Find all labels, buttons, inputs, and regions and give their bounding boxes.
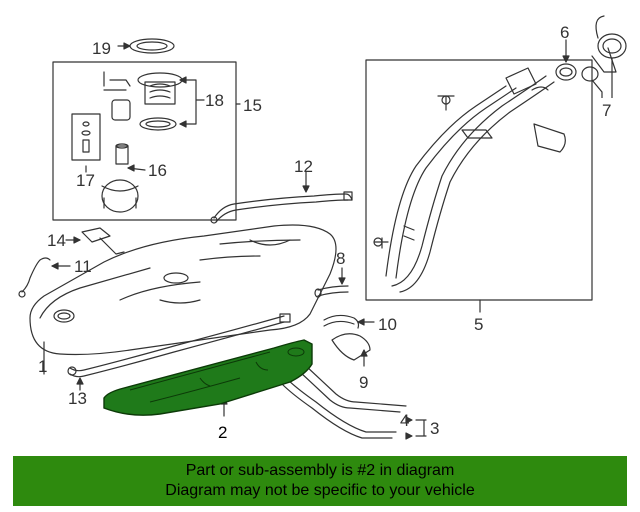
part-11-harness: [18, 257, 71, 298]
callout-2: 2: [218, 423, 227, 442]
part-9-hose: [331, 333, 371, 367]
callout-10: 10: [378, 315, 397, 334]
part-6-gasket: [555, 39, 577, 81]
callout-13: 13: [68, 389, 87, 408]
callout-4: 4: [400, 411, 409, 430]
part-17-seal-kit: [71, 113, 139, 213]
callout-7: 7: [602, 101, 611, 120]
part-12-vent-hose: [210, 171, 353, 224]
part-16-pump-assembly: [103, 71, 183, 172]
callout-8: 8: [336, 249, 345, 268]
callout-9: 9: [359, 373, 368, 392]
callout-3: 3: [430, 419, 439, 438]
callout-15: 15: [243, 96, 262, 115]
part-2-skid-plate-highlighted: [103, 339, 313, 416]
callout-5: 5: [474, 315, 483, 334]
filler-pipe-box: [365, 59, 593, 301]
callout-11: 11: [74, 257, 92, 276]
callout-6: 6: [560, 23, 569, 42]
notice-line-1: Part or sub-assembly is #2 in diagram: [185, 462, 455, 479]
callout-19: 19: [92, 39, 111, 58]
part-1-fuel-tank: [29, 224, 337, 375]
notice-line-2: Diagram may not be specific to your vehi…: [165, 482, 475, 499]
callout-14: 14: [47, 231, 66, 250]
part-14-sender-unit: [65, 227, 125, 255]
callout-18: 18: [205, 91, 224, 110]
diagram-notice-banner: Part or sub-assembly is #2 in diagram Di…: [13, 456, 627, 506]
part-8-hose: [314, 267, 349, 298]
callout-16: 16: [148, 161, 167, 180]
part-5-filler-pipe: [373, 67, 566, 293]
part-10-hose: [323, 314, 375, 329]
callout-12: 12: [294, 157, 313, 176]
callout-1: 1: [38, 357, 47, 376]
callout-17: 17: [76, 171, 95, 190]
part-13-hose: [67, 313, 291, 391]
part-19-gasket: [117, 38, 175, 54]
part-3-4-tank-straps: [281, 365, 427, 440]
callout-18-bracket: [179, 79, 205, 125]
